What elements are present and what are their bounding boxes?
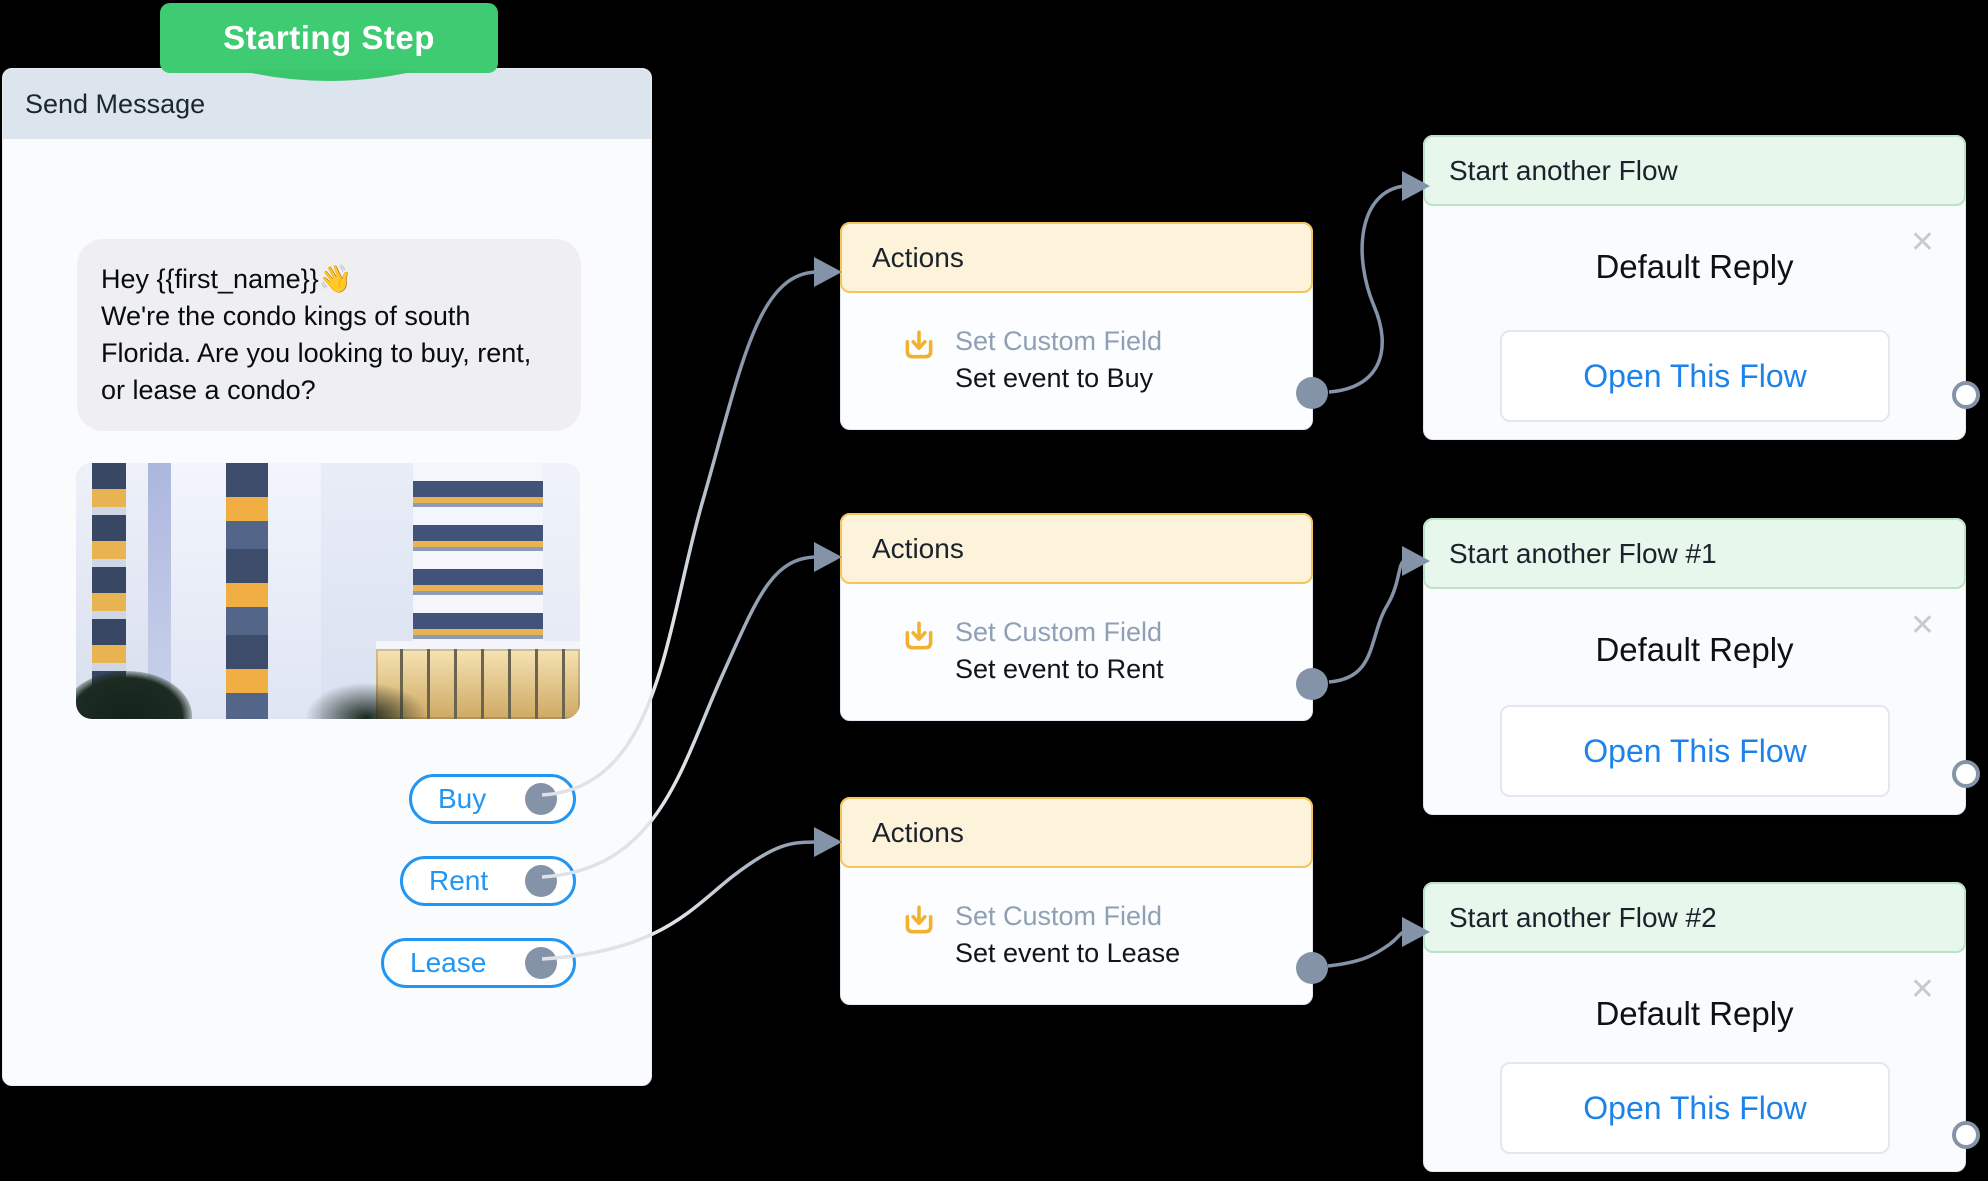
flow-title: Start another Flow #1 (1449, 537, 1717, 569)
wire-actions1-to-flow1 (1328, 184, 1405, 394)
open-this-flow-button[interactable]: Open This Flow (1500, 330, 1890, 422)
actions-card-lease[interactable]: Actions Set Custom Field Set event to Le… (840, 797, 1328, 1005)
action-type-label: Set Custom Field (955, 901, 1163, 931)
wire-actions2-to-flow2 (1328, 559, 1406, 684)
flow-header: Start another Flow (1423, 135, 1966, 206)
flow-output-socket[interactable] (1952, 1121, 1980, 1149)
wire-actions3-to-flow3 (1327, 930, 1405, 968)
open-this-flow-label: Open This Flow (1583, 1089, 1807, 1126)
open-this-flow-label: Open This Flow (1583, 357, 1807, 394)
send-message-title: Send Message (25, 88, 206, 119)
actions-buy-output-dot[interactable] (1296, 377, 1328, 409)
quick-reply-buy-button[interactable]: Buy (409, 774, 576, 824)
send-message-card[interactable]: Send Message Hey {{first_name}}👋 We're t… (2, 68, 652, 1086)
arrowhead-rent (814, 542, 842, 572)
actions-lease-output-dot[interactable] (1296, 952, 1328, 984)
action-type-label: Set Custom Field (955, 326, 1163, 356)
action-row[interactable]: Set Custom Field Set event to Buy (901, 325, 1162, 395)
message-bubble[interactable]: Hey {{first_name}}👋 We're the condo king… (77, 239, 581, 431)
quick-reply-rent-button[interactable]: Rent (400, 856, 576, 906)
set-custom-field-icon (905, 905, 933, 934)
action-row[interactable]: Set Custom Field Set event to Rent (901, 616, 1164, 686)
close-icon[interactable]: ✕ (1909, 609, 1935, 642)
default-reply-label: Default Reply (1595, 995, 1794, 1032)
actions-title: Actions (872, 532, 964, 564)
action-detail-label: Set event to Lease (955, 938, 1181, 968)
flow-header: Start another Flow #1 (1423, 518, 1966, 589)
start-flow-card-3[interactable]: Start another Flow #2 ✕ Default Reply Op… (1423, 882, 1980, 1172)
flow-title: Start another Flow (1449, 154, 1678, 186)
set-custom-field-icon (905, 330, 933, 359)
message-line-1: Hey {{first_name}}👋 (101, 264, 353, 294)
quick-reply-buy-label: Buy (438, 783, 487, 814)
start-flow-card-1[interactable]: Start another Flow ✕ Default Reply Open … (1423, 135, 1980, 440)
actions-header: Actions (840, 222, 1313, 293)
actions-header: Actions (840, 513, 1313, 584)
condo-building-photo (76, 463, 580, 719)
flow-output-socket[interactable] (1952, 381, 1980, 409)
actions-title: Actions (872, 816, 964, 848)
start-flow-card-2[interactable]: Start another Flow #1 ✕ Default Reply Op… (1423, 518, 1980, 815)
quick-reply-rent-label: Rent (429, 865, 489, 896)
rent-connector-dot[interactable] (525, 865, 557, 897)
action-detail-label: Set event to Buy (955, 363, 1154, 393)
action-row[interactable]: Set Custom Field Set event to Lease (901, 900, 1180, 970)
actions-card-rent[interactable]: Actions Set Custom Field Set event to Re… (840, 513, 1328, 721)
flow-title: Start another Flow #2 (1449, 901, 1717, 933)
set-custom-field-icon (905, 621, 933, 650)
photo-tower-windows (226, 463, 268, 719)
arrowhead-lease (814, 827, 842, 857)
close-icon[interactable]: ✕ (1909, 226, 1935, 259)
badge-tail (238, 70, 420, 81)
action-detail-label: Set event to Rent (955, 654, 1164, 684)
action-type-label: Set Custom Field (955, 617, 1163, 647)
open-this-flow-button[interactable]: Open This Flow (1500, 705, 1890, 797)
actions-title: Actions (872, 241, 964, 273)
open-this-flow-label: Open This Flow (1583, 732, 1807, 769)
open-this-flow-button[interactable]: Open This Flow (1500, 1062, 1890, 1154)
arrowhead-buy (814, 257, 842, 287)
actions-rent-output-dot[interactable] (1296, 668, 1328, 700)
starting-step-badge: Starting Step (160, 3, 498, 73)
quick-reply-lease-label: Lease (410, 947, 487, 978)
flow-output-socket[interactable] (1952, 760, 1980, 788)
flow-header: Start another Flow #2 (1423, 882, 1966, 953)
message-line-2: We're the condo kings of south Florida. … (101, 301, 532, 405)
starting-step-label: Starting Step (223, 19, 435, 56)
default-reply-label: Default Reply (1595, 248, 1794, 285)
quick-reply-lease-button[interactable]: Lease (381, 938, 576, 988)
default-reply-label: Default Reply (1595, 631, 1794, 668)
close-icon[interactable]: ✕ (1909, 973, 1935, 1006)
actions-card-buy[interactable]: Actions Set Custom Field Set event to Bu… (840, 222, 1328, 430)
buy-connector-dot[interactable] (525, 783, 557, 815)
actions-header: Actions (840, 797, 1313, 868)
lease-connector-dot[interactable] (525, 947, 557, 979)
